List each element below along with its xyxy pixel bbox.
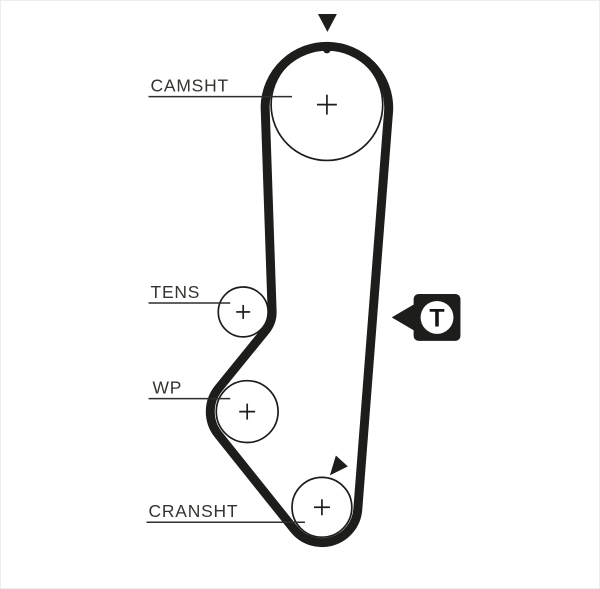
camshaft-timing-dot	[323, 46, 331, 54]
timing-belt	[205, 41, 394, 548]
crankshaft-pulley	[291, 476, 353, 539]
camshaft-timing-arrow-icon	[317, 13, 337, 32]
tensioner-center-mark	[236, 304, 251, 319]
water-pump-center-mark	[239, 403, 256, 420]
camshaft-center-mark	[316, 94, 337, 115]
crankshaft-center-mark	[313, 499, 330, 516]
tensioner-arrow-icon	[391, 303, 415, 331]
tensioner-label: TENS	[151, 282, 201, 302]
tensioner-indicator-letter: T	[429, 304, 444, 332]
water-pump-label: WP	[153, 378, 183, 398]
tensioner-indicator: T	[391, 294, 461, 341]
water-pump-pulley	[215, 379, 279, 444]
crankshaft-timing-arrow-icon	[329, 455, 348, 476]
tensioner-indicator-circle	[420, 300, 454, 334]
tensioner-pulley	[217, 286, 269, 338]
camshaft-label: CAMSHT	[151, 76, 229, 96]
crankshaft-label: CRANSHT	[149, 501, 239, 521]
